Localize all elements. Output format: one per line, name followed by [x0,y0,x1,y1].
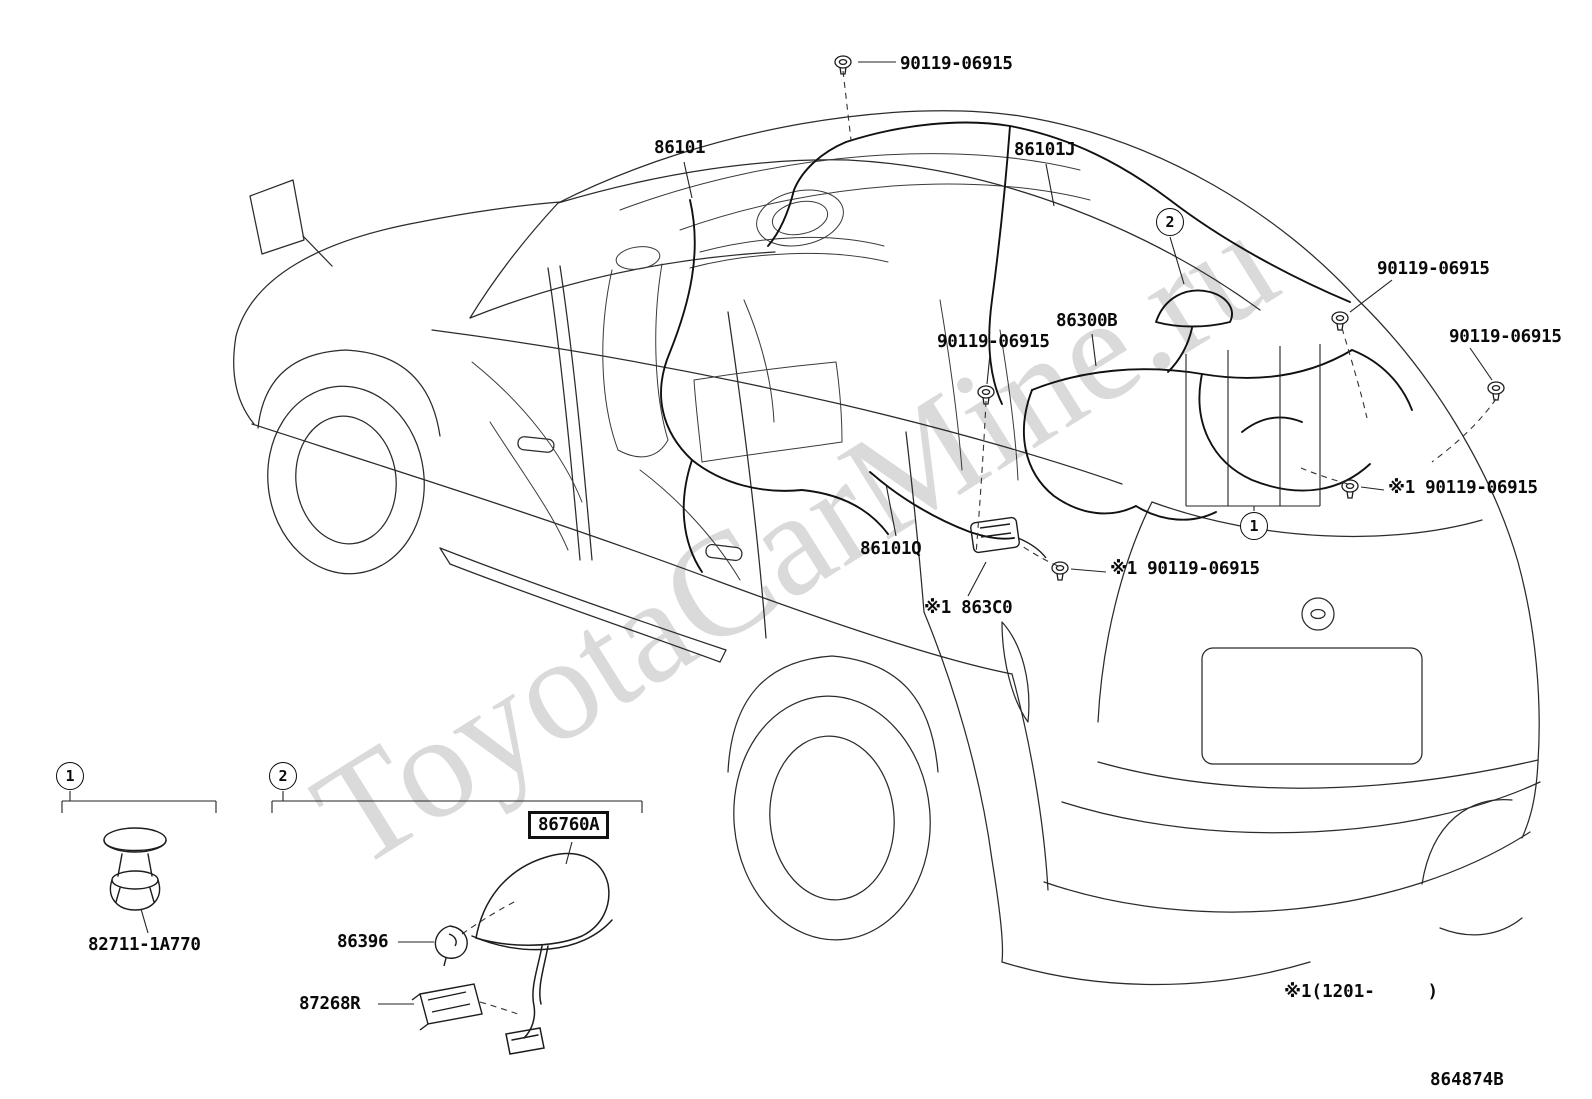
part-label-86101q[interactable]: 86101Q [860,539,922,559]
screw-icon [1331,311,1349,331]
part-label-90119-06915-note-right[interactable]: ※1 90119-06915 [1388,478,1538,498]
part-label-86760a-selected[interactable]: 86760A [528,811,610,839]
part-label-82711-1a770[interactable]: 82711-1A770 [88,935,201,955]
part-label-90119-06915-right-upper[interactable]: 90119-06915 [1377,259,1490,279]
vehicle-outline [233,110,1541,986]
part-label-90119-06915-top[interactable]: 90119-06915 [900,54,1013,74]
part-label-90119-06915-right-lower[interactable]: 90119-06915 [1449,327,1562,347]
antenna-fin-icon [471,852,613,1055]
dashed-assembly-lines [461,70,1497,1015]
part-label-86300b[interactable]: 86300B [1056,311,1118,331]
diagram-code: 864874B [1430,1070,1504,1090]
amplifier-connector-icon [970,516,1047,559]
vehicle-interior-lines [471,153,1091,581]
wiring-harness [660,121,1413,573]
screw-icon [1487,381,1505,401]
part-label-86101[interactable]: 86101 [654,138,706,158]
part-label-90119-06915-mid[interactable]: 90119-06915 [937,332,1050,352]
part-label-87268r[interactable]: 87268R [299,994,361,1014]
part-label-90119-06915-note-mid[interactable]: ※1 90119-06915 [1110,559,1260,579]
clip-icon [103,827,167,911]
callout-1-rear: 1 [1240,512,1268,540]
part-label-86101j[interactable]: 86101J [1014,140,1076,160]
callout-1-legend: 1 [56,762,84,790]
callout-2-roof: 2 [1156,208,1184,236]
part-label-863c0[interactable]: ※1 863C0 [924,598,1013,618]
legend-bracket-2 [271,791,643,813]
footnote-production-date: ※1(1201- ) [1284,982,1438,1002]
legend-bracket-1 [61,791,217,813]
bracket-icon [411,983,483,1031]
clamp-icon [434,925,468,967]
leader-lines [61,61,1493,1005]
part-label-86396[interactable]: 86396 [337,932,389,952]
screw-icons [834,55,1505,581]
callout-2-legend: 2 [269,762,297,790]
